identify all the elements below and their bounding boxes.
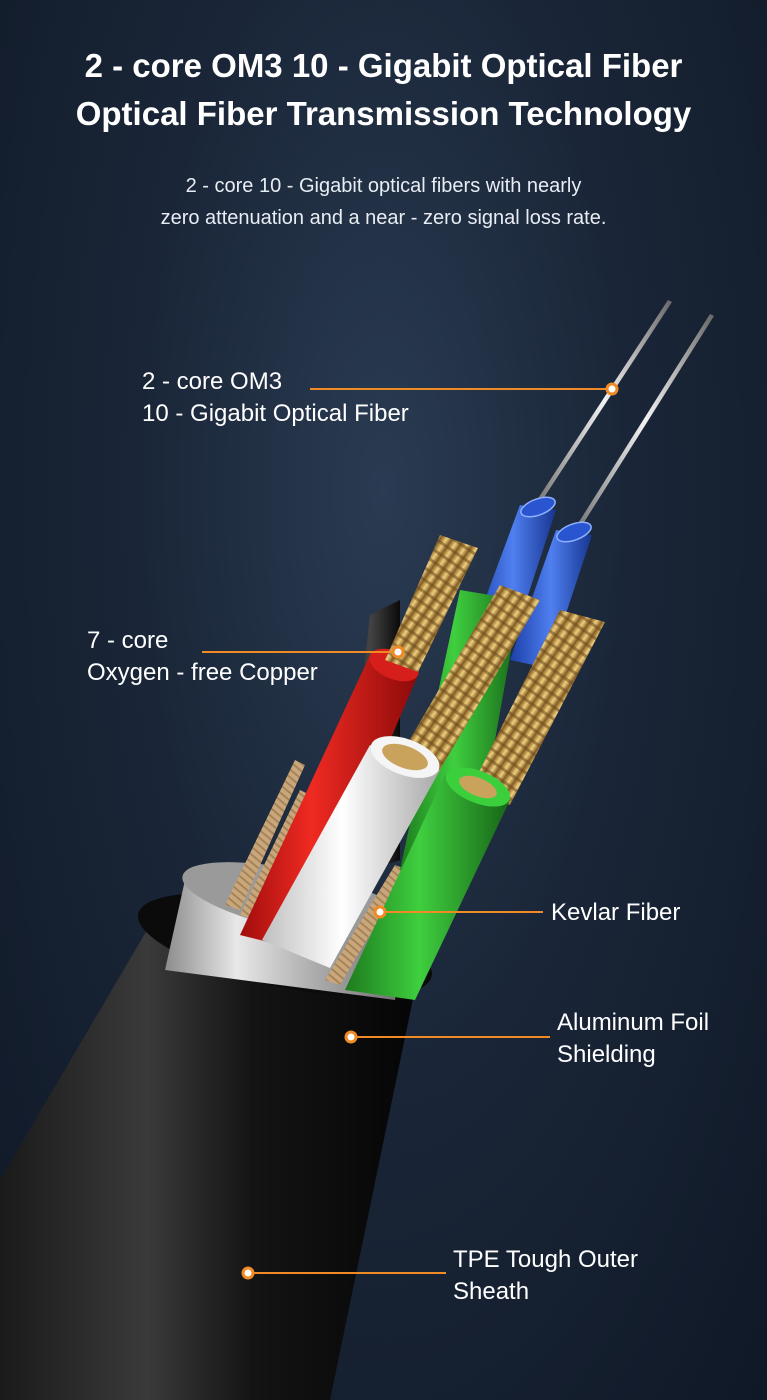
callout-dots	[241, 382, 619, 1280]
kevlar-callout-dot	[373, 905, 387, 919]
sheath-callout-dot	[241, 1266, 255, 1280]
foil-callout-dot	[344, 1030, 358, 1044]
subtitle-line-1: 2 - core 10 - Gigabit optical fibers wit…	[185, 175, 582, 197]
subtitle-line-2: zero attenuation and a near - zero signa…	[160, 207, 607, 229]
kevlar-label: Kevlar Fiber	[551, 897, 680, 929]
callout-lines	[202, 388, 612, 1274]
kevlar-label-line-1: Kevlar Fiber	[551, 899, 681, 926]
green-wire-front	[345, 767, 511, 1000]
title-line-2: Optical Fiber Transmission Technology	[75, 95, 692, 132]
sheath-label-line-2: Sheath	[453, 1278, 530, 1305]
fiber-label-line-1: 2 - core OM3	[142, 368, 283, 395]
foil-label-line-2: Shielding	[557, 1041, 656, 1068]
copper-label: 7 - core Oxygen - free Copper	[87, 625, 318, 689]
sheath-label: TPE Tough Outer Sheath	[453, 1244, 638, 1308]
sheath-label-line-1: TPE Tough Outer	[453, 1246, 638, 1273]
fiber-label-line-2: 10 - Gigabit Optical Fiber	[142, 400, 409, 427]
copper-callout-dot	[391, 645, 405, 659]
title-line-1: 2 - core OM3 10 - Gigabit Optical Fiber	[84, 47, 683, 84]
copper-label-line-1: 7 - core	[87, 627, 169, 654]
copper-bundles	[385, 535, 605, 805]
page-subtitle: 2 - core 10 - Gigabit optical fibers wit…	[0, 170, 767, 234]
fiber-label: 2 - core OM3 10 - Gigabit Optical Fiber	[142, 366, 409, 430]
foil-label: Aluminum Foil Shielding	[557, 1007, 709, 1071]
page-title: 2 - core OM3 10 - Gigabit Optical Fiber …	[0, 42, 767, 138]
copper-label-line-2: Oxygen - free Copper	[87, 659, 318, 686]
foil-label-line-1: Aluminum Foil	[557, 1009, 710, 1036]
fiber-callout-dot	[605, 382, 619, 396]
white-wire	[262, 736, 440, 968]
